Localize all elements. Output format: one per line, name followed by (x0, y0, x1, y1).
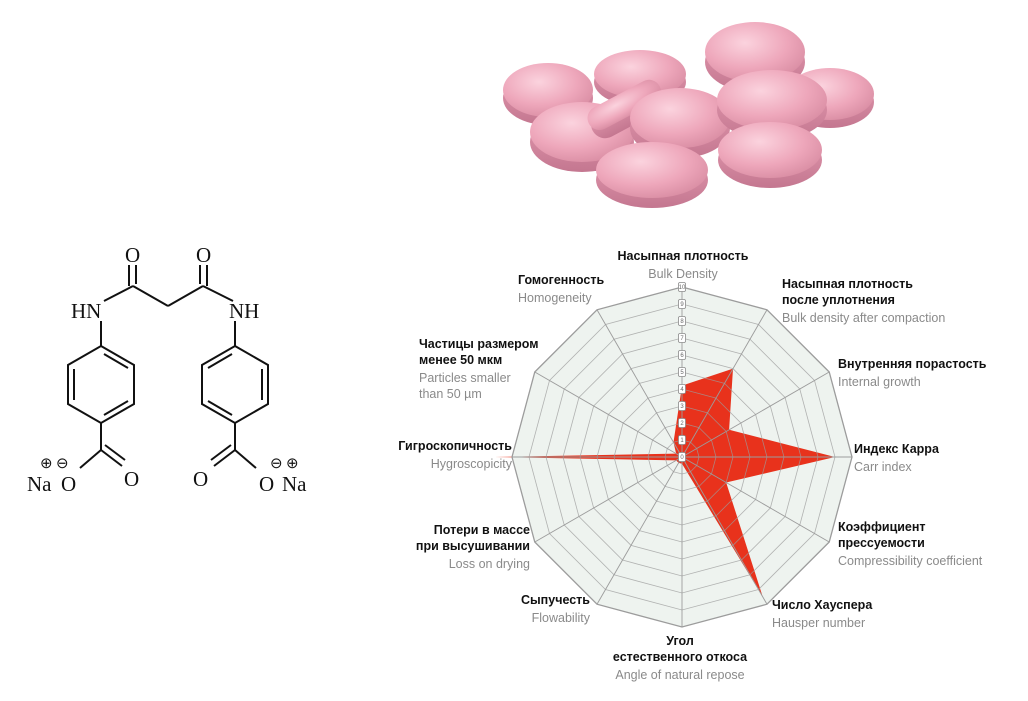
bonds (67, 265, 269, 469)
atom-labels: O O HN NH O O Na Na O O ⊕ ⊖ ⊖ ⊕ (27, 243, 307, 496)
radar-spoke (681, 309, 768, 458)
atom-label: O (196, 243, 211, 267)
radar-tick-box (678, 384, 686, 394)
radar-tick-box (678, 299, 686, 309)
charge-symbol: ⊖ (270, 456, 283, 472)
atom-label: NH (229, 299, 259, 323)
radar-spoke (534, 371, 683, 458)
radar-tick-label: 7 (680, 336, 684, 342)
radar-tick-label: 0 (680, 455, 684, 461)
radar-spoke (596, 456, 683, 605)
atom-label: O (125, 243, 140, 267)
radar-tick-box (678, 401, 686, 411)
radar-tick-box (678, 282, 686, 292)
radar-tick-box (678, 367, 686, 377)
radar-spoke (681, 456, 768, 605)
radar-tick-box (678, 418, 686, 428)
radar-tick-label: 8 (680, 319, 684, 325)
radar-tick-label: 6 (680, 353, 684, 359)
radar-tick-label: 3 (680, 404, 684, 410)
atom-label: O (193, 467, 208, 491)
radar-tick-label: 1 (680, 438, 684, 444)
radar-tick-label: 4 (680, 387, 684, 393)
atom-label: Na (27, 472, 52, 496)
radar-tick-box (678, 435, 686, 445)
radar-spoke (534, 456, 683, 543)
svg-text:O: O (259, 472, 274, 496)
charge-symbol: ⊕ (40, 456, 53, 472)
radar-tick-box (678, 350, 686, 360)
radar-tick-label: 9 (680, 302, 684, 308)
radar-tick-box (678, 452, 686, 462)
atom-label: Na (282, 472, 307, 496)
radar-spoke (596, 309, 683, 458)
atom-label: O (124, 467, 139, 491)
radar-spoke (681, 456, 830, 543)
radar-tick-label: 10 (679, 285, 686, 291)
radar-tick-label: 2 (680, 421, 684, 427)
charge-symbol: ⊕ (286, 456, 299, 472)
charge-symbol: ⊖ (56, 456, 69, 472)
radar-tick-box (678, 333, 686, 343)
radar-tick-box (678, 316, 686, 326)
radar-tick-label: 5 (680, 370, 684, 376)
svg-text:O: O (61, 472, 76, 496)
atom-label: HN (71, 299, 101, 323)
pill-pile (503, 22, 874, 208)
radar-spoke (681, 371, 830, 458)
